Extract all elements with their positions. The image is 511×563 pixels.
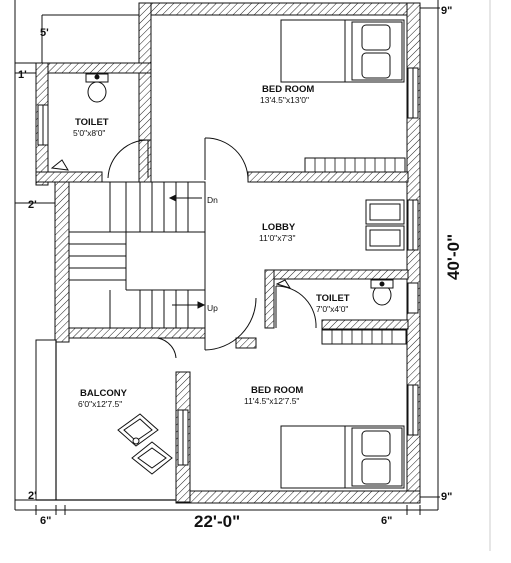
wall-toilet-bedroom bbox=[138, 139, 152, 183]
stair-up-label: Up bbox=[207, 303, 218, 313]
toilet-top-name: TOILET bbox=[75, 117, 109, 128]
toilet-basin-right bbox=[275, 279, 292, 289]
wall-toilet-right-left bbox=[264, 269, 275, 329]
dim-bottom-right: 9" bbox=[441, 491, 452, 503]
bedroom-top-size: 13'4.5"x13'0" bbox=[260, 95, 309, 105]
dim-left-upper: 2' bbox=[28, 199, 37, 211]
door-bedroom-top bbox=[204, 137, 249, 181]
staircase bbox=[68, 181, 206, 329]
wall-stair-bottom bbox=[68, 327, 206, 339]
bedroom-top-name: BED ROOM bbox=[262, 84, 314, 95]
wall-bedroom-top-bottom bbox=[247, 171, 409, 183]
toilet-basin-top bbox=[50, 159, 69, 171]
lobby-name: LOBBY bbox=[262, 222, 296, 233]
wall-bottom bbox=[175, 490, 421, 504]
wardrobe-bottom bbox=[321, 329, 407, 345]
stair-treads-middle bbox=[69, 231, 127, 290]
wall-toilet-bottom bbox=[35, 171, 103, 183]
wall-toilet-right-top bbox=[264, 269, 409, 280]
wall-stair-left bbox=[54, 177, 70, 343]
wall-lobby-bottom bbox=[235, 337, 257, 349]
dim-bottom-left: 6" bbox=[40, 515, 51, 527]
windows bbox=[37, 67, 419, 466]
toilet-top-size: 5'0"x8'0" bbox=[73, 128, 105, 138]
toilet-wc-top bbox=[87, 81, 107, 103]
wall-toilet-top bbox=[35, 62, 152, 74]
door-toilet-right bbox=[275, 285, 317, 329]
door-balcony bbox=[151, 337, 177, 359]
dimension-lines bbox=[14, 0, 491, 551]
door-bedroom-bottom bbox=[204, 297, 257, 351]
window-toilet-right bbox=[407, 282, 419, 314]
stair-treads-bottom bbox=[109, 289, 205, 328]
lobby-size: 11'0"x7'3" bbox=[259, 233, 296, 243]
toilet-right-name: TOILET bbox=[316, 293, 350, 304]
dim-top-right: 9" bbox=[441, 5, 452, 17]
wall-toilet-right-bottom bbox=[321, 319, 409, 330]
furniture bbox=[50, 19, 407, 489]
bedroom-bottom-size: 11'4.5"x12'7.5" bbox=[244, 396, 299, 406]
balcony-size: 6'0"x12'7.5" bbox=[78, 399, 122, 409]
door-toilet-top bbox=[107, 139, 149, 179]
wall-balcony-left bbox=[35, 339, 57, 501]
dim-left-wall: 1' bbox=[18, 69, 27, 81]
dim-overall-width: 22'-0" bbox=[194, 512, 240, 531]
stair-treads-top bbox=[126, 182, 205, 233]
dim-top-offset: 5' bbox=[40, 27, 49, 39]
dim-bottom-right-small: 6" bbox=[381, 515, 392, 527]
doors bbox=[107, 137, 317, 359]
toilet-right-size: 7'0"x4'0" bbox=[316, 304, 348, 314]
balcony-name: BALCONY bbox=[80, 388, 128, 399]
stair-well bbox=[68, 181, 206, 329]
dim-left-lower: 2' bbox=[28, 490, 37, 502]
bedroom-bottom-name: BED ROOM bbox=[251, 385, 303, 396]
plot-outline bbox=[36, 340, 176, 501]
stair-down-label: Dn bbox=[207, 195, 218, 205]
balcony-table bbox=[132, 437, 140, 445]
wall-top bbox=[138, 2, 421, 16]
dim-overall-height: 40'-0" bbox=[444, 234, 463, 280]
